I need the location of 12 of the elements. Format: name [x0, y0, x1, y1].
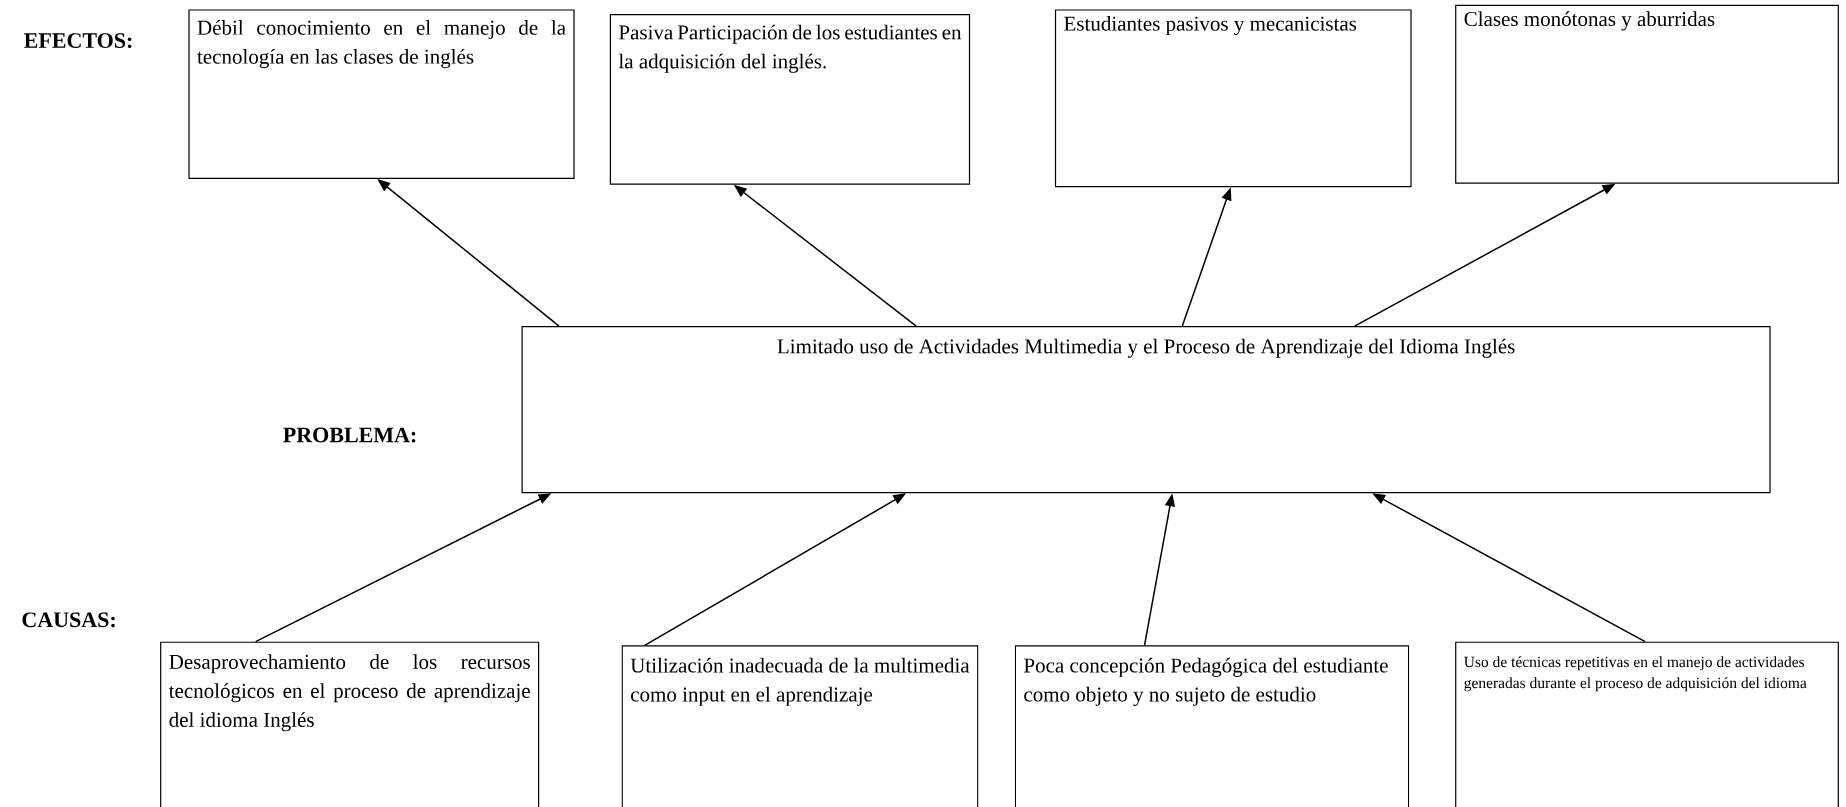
- section-label: CAUSAS:: [22, 612, 115, 628]
- text-box: Débil conocimiento en el manejo de la tecnología en las clases de inglés: [188, 9, 575, 179]
- text-box: Pasiva Participación de los estudiantes en la adquisición del inglés.: [609, 14, 971, 185]
- text-box: Poca concepción Pedagógica del estudiante como objeto y no sujeto de estudio: [1014, 645, 1410, 807]
- text-box: Utilización inadecuada de la multimedia como input en el aprendizaje: [621, 645, 979, 807]
- text-box: Uso de técnicas repetitivas en el manejo de actividades generadas durante el proceso de adquisición del idioma: [1455, 641, 1839, 807]
- section-label: EFECTOS:: [24, 33, 132, 49]
- section-label: PROBLEMA:: [283, 427, 416, 443]
- text-box: Desaprovechamiento de los recursos tecnológicos en el proceso de aprendizaje del idioma Inglés: [160, 641, 540, 807]
- text-box: Clases monótonas y aburridas: [1455, 4, 1839, 184]
- text-box: Limitado uso de Actividades Multimedia y el Proceso de Aprendizaje del Idioma Inglés: [521, 326, 1771, 494]
- text-box: Estudiantes pasivos y mecanicistas: [1054, 9, 1412, 188]
